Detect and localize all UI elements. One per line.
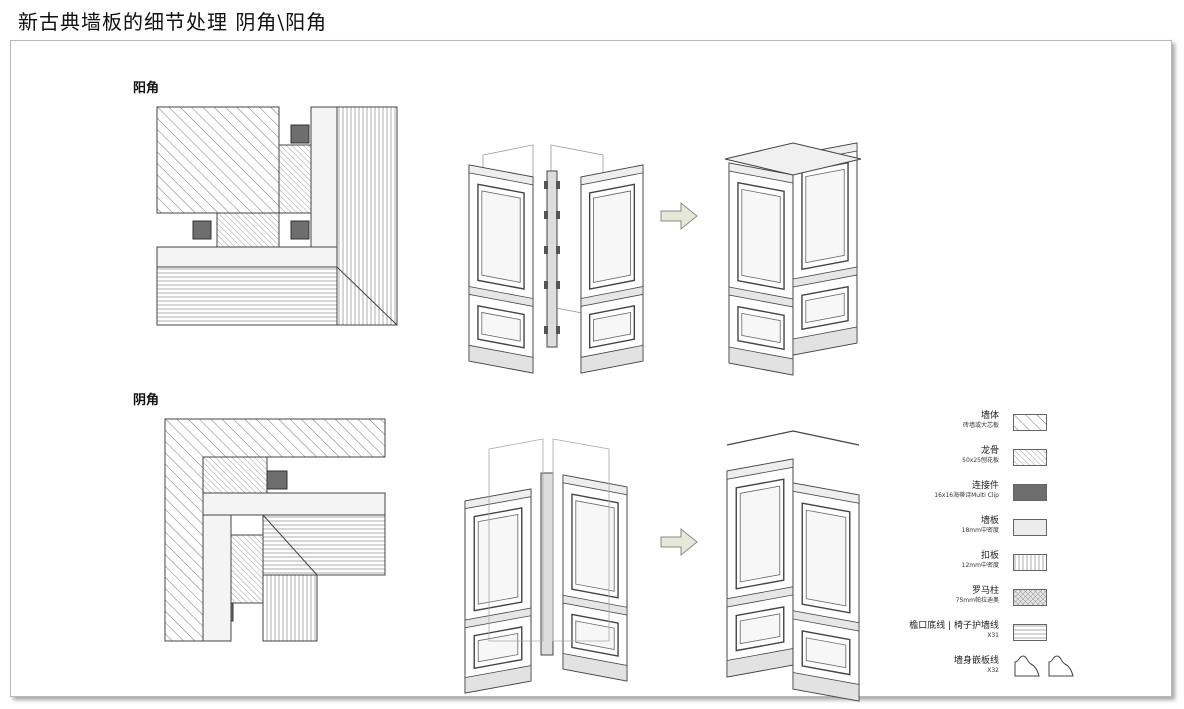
ghost-panel — [488, 438, 544, 642]
legend-swatch — [1013, 554, 1047, 571]
cornice-top — [724, 142, 862, 176]
legend-sub: X32 — [987, 667, 999, 674]
clip-mark — [544, 211, 548, 219]
drawing-frame: 阳角 阴角 — [10, 40, 1172, 702]
right-wall-panel — [562, 474, 628, 682]
page-title: 新古典墙板的细节处理 阴角\阳角 — [18, 10, 328, 34]
ghost-panel — [552, 438, 610, 642]
outer-corner-plan-section — [156, 106, 398, 326]
legend-name: 墙身嵌板线 — [953, 656, 999, 666]
legend-sub: 50x25刨花板 — [962, 457, 999, 464]
corner-column — [546, 170, 558, 348]
clip-mark — [556, 326, 560, 334]
legend-text: 墙体砖墙或大芯板 — [963, 411, 999, 430]
outer-corner-exploded-view — [468, 144, 644, 374]
left-wall-panel — [468, 164, 534, 374]
legend-sub: 16x16海蒂诗Multi Clip — [934, 492, 999, 499]
left-wall-panel — [728, 162, 794, 376]
left-wall-panel — [726, 458, 794, 678]
inner-corner-plan-section — [164, 418, 386, 642]
legend-item: 墙体砖墙或大芯板 — [891, 411, 1091, 441]
arrow-right-icon — [660, 527, 698, 557]
legend-swatch — [1013, 589, 1047, 606]
outer-corner-assembled-view — [724, 142, 862, 376]
clip-mark — [544, 181, 548, 189]
inner-corner-exploded-view — [464, 438, 628, 694]
legend-sub: 砖墙或大芯板 — [962, 422, 999, 429]
clip-mark — [556, 246, 560, 254]
right-wall-panel — [792, 142, 858, 356]
legend-sub: 18mm中密度 — [961, 527, 999, 534]
legend-swatch — [1013, 449, 1047, 466]
right-wall-panel — [792, 482, 860, 702]
legend-sub: 75mm帕拉迪奥 — [955, 597, 999, 604]
legend-name: 罗马柱 — [971, 586, 999, 596]
inner-corner-assembled-view — [726, 430, 860, 702]
legend-swatch — [1013, 519, 1047, 536]
legend-swatch — [1013, 484, 1047, 501]
legend-name: 檐口底线 | 椅子护墙线 — [909, 621, 999, 631]
legend-name: 墙板 — [980, 516, 999, 526]
arrow-right-icon — [660, 201, 698, 231]
left-wall-panel — [464, 488, 532, 694]
legend-swatch — [1013, 624, 1047, 641]
clip-mark — [556, 281, 560, 289]
legend-name: 龙骨 — [980, 446, 999, 456]
clip-mark — [556, 181, 560, 189]
clip-mark — [544, 281, 548, 289]
molding-profile-icon — [1014, 655, 1074, 677]
clip-mark — [544, 326, 548, 334]
clip-mark — [544, 246, 548, 254]
legend-swatch — [1013, 414, 1047, 431]
legend-sub: X31 — [987, 632, 999, 639]
legend-name: 连接件 — [971, 481, 999, 491]
inner-corner-label: 阴角 — [133, 393, 160, 408]
right-wall-panel — [580, 164, 644, 374]
cornice-top — [726, 430, 860, 446]
clip-mark — [556, 211, 560, 219]
legend-name: 扣板 — [980, 551, 999, 561]
outer-corner-label: 阳角 — [133, 81, 160, 96]
legend-name: 墙体 — [980, 411, 999, 421]
legend-sub: 12mm中密度 — [961, 562, 999, 569]
